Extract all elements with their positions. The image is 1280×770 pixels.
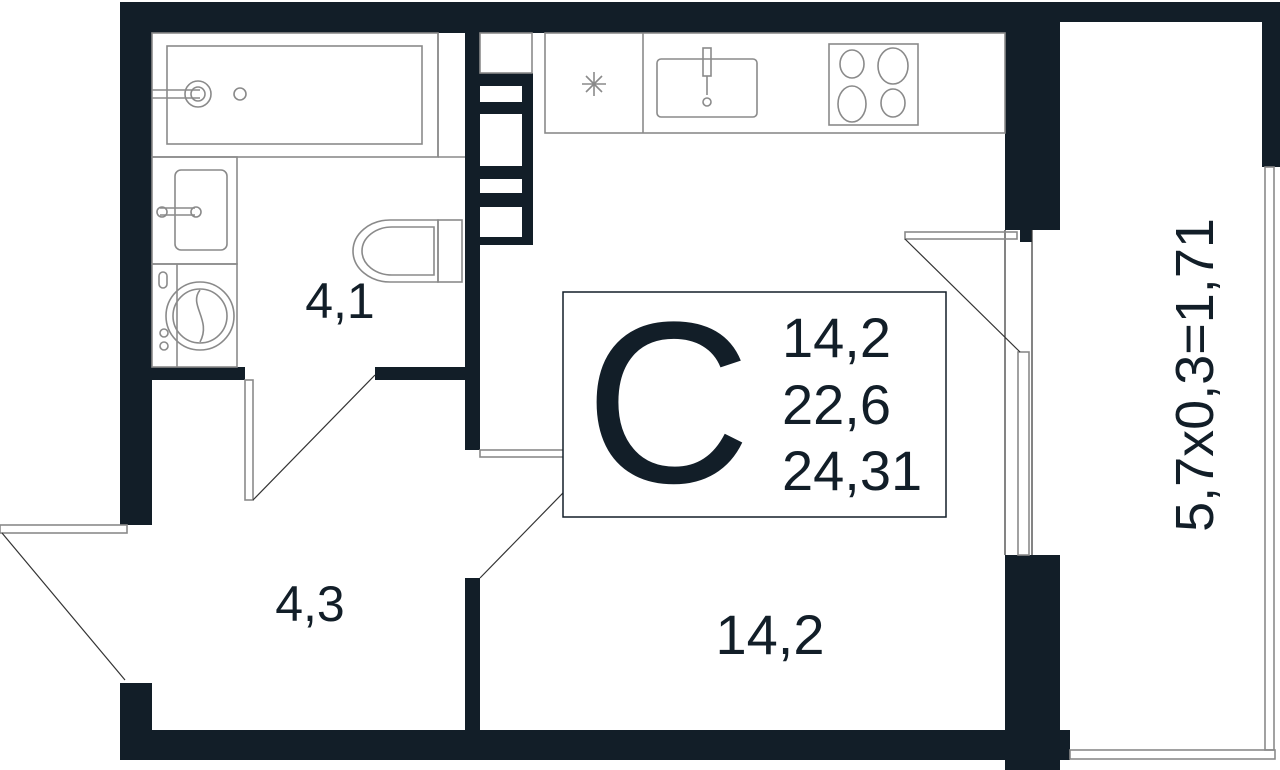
walls [120, 2, 1280, 770]
apartment-type-letter: С [585, 274, 751, 531]
total-area: 22,6 [782, 373, 891, 436]
fridge-snowflake-icon [582, 72, 606, 96]
balcony-area: 5,7x0,3=1,71 [1165, 218, 1225, 532]
living-area: 14,2 [782, 306, 891, 369]
bathtub [151, 32, 465, 158]
room-area: 14,2 [716, 603, 825, 666]
washing-machine [151, 263, 238, 368]
kitchen-counter [479, 32, 1006, 134]
bathroom-area: 4,1 [305, 273, 375, 329]
washbasin [151, 156, 238, 265]
stove [828, 43, 919, 126]
kitchen-sink [656, 47, 758, 118]
hallway-area: 4,3 [275, 576, 345, 632]
openings [0, 166, 1276, 760]
apartment-info-box: С 14,2 22,6 24,31 [562, 274, 947, 531]
total-area-with-balcony: 24,31 [782, 439, 922, 502]
toilet [352, 219, 463, 283]
